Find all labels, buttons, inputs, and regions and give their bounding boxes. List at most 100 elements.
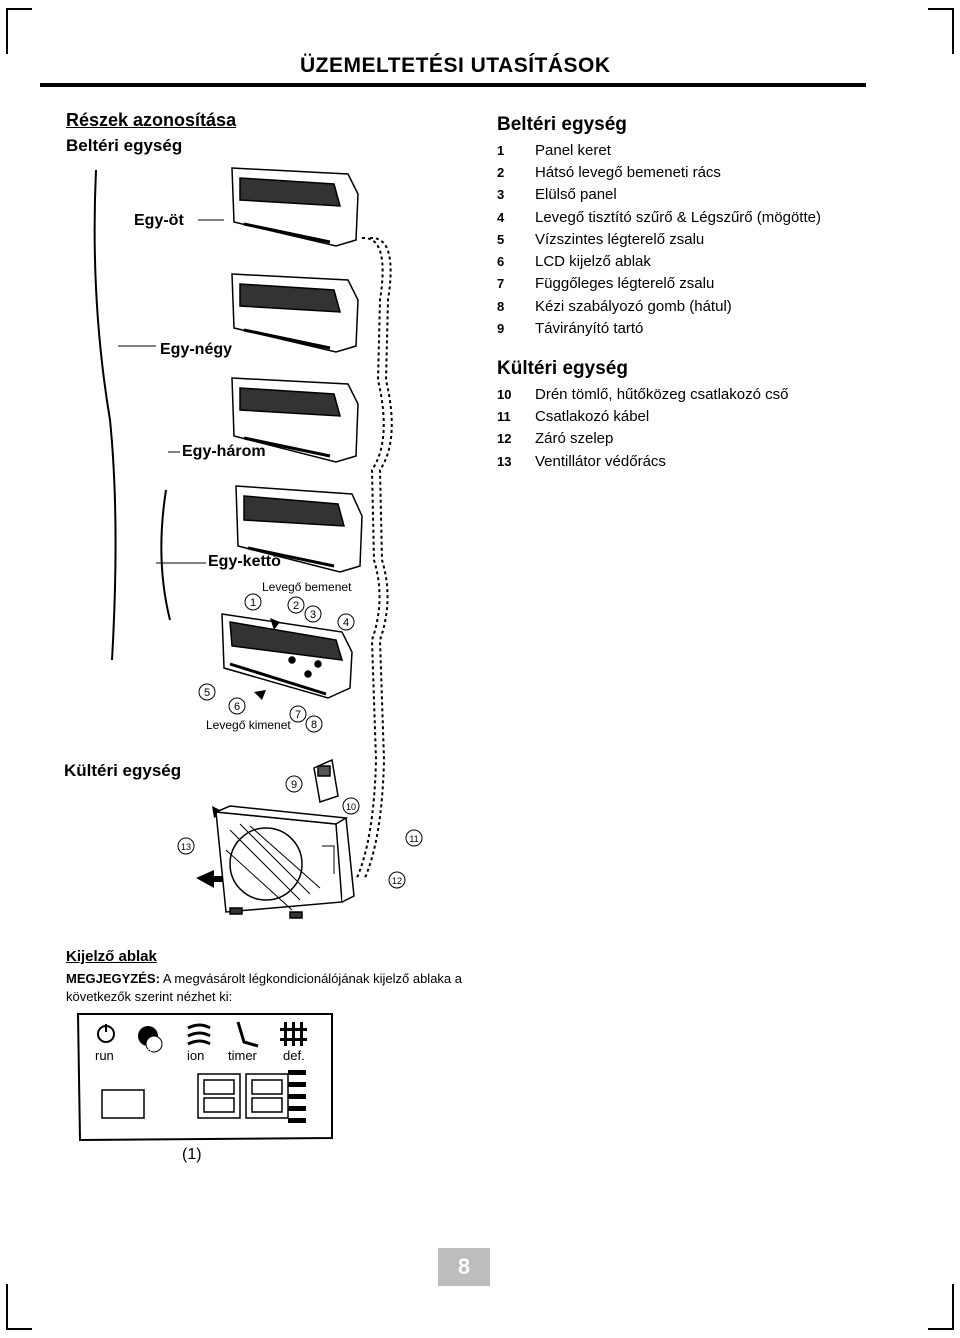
note-text: A megvásárolt légkondicionálójának kijel… xyxy=(159,971,463,986)
auto-icon xyxy=(138,1026,163,1053)
callout-6: 6 xyxy=(228,697,246,715)
label-one-four: Egy-négy xyxy=(160,341,233,358)
item-number: 5 xyxy=(497,231,505,247)
lcd-label-def: def. xyxy=(283,1048,305,1063)
callout-1: 1 xyxy=(244,593,262,611)
item-number: 3 xyxy=(497,187,505,203)
svg-text:2: 2 xyxy=(293,600,299,612)
pipe-bundle xyxy=(355,236,393,881)
title-divider xyxy=(40,83,866,87)
lcd-label-ion: ion xyxy=(187,1048,205,1063)
list-item: 4 Levegő tisztító szűrő & Légszűrő (mögöt… xyxy=(497,206,897,228)
item-number: 9 xyxy=(497,321,505,337)
lcd-label-timer: timer xyxy=(228,1048,257,1063)
label-one-five: Egy-öt xyxy=(134,212,184,229)
corner-mark-tr xyxy=(928,8,954,54)
callout-8: 8 xyxy=(305,715,323,733)
item-number: 8 xyxy=(497,298,505,314)
lcd-label-run: run xyxy=(95,1048,114,1063)
corner-mark-bl xyxy=(6,1284,32,1330)
svg-text:8: 8 xyxy=(311,719,317,731)
def-icon xyxy=(280,1022,307,1046)
item-number: 4 xyxy=(497,209,505,225)
section-title: Részek azonosítása xyxy=(66,110,237,130)
display-note: MEGJEGYZÉS: A megvásárolt légkondicionál… xyxy=(66,970,466,1006)
item-text: Ventillátor védőrács xyxy=(535,452,666,470)
label-air-out: Levegő kimenet xyxy=(206,718,291,732)
page-title: ÜZEMELTETÉSI UTASÍTÁSOK xyxy=(300,54,611,77)
wall-outline xyxy=(93,169,171,661)
ion-icon xyxy=(187,1023,211,1046)
item-number: 10 xyxy=(497,386,512,402)
corner-mark-br xyxy=(928,1284,954,1330)
callout-9: 9 xyxy=(285,775,303,793)
item-text: Csatlakozó kábel xyxy=(535,407,650,425)
note-label: MEGJEGYZÉS: xyxy=(66,971,160,986)
svg-text:1: 1 xyxy=(250,597,256,609)
indoor-unit-four xyxy=(231,273,359,353)
item-text: LCD kijelző ablak xyxy=(535,253,651,271)
indoor-unit-five xyxy=(231,167,359,247)
svg-text:9: 9 xyxy=(291,779,297,791)
note-text-2: következők szerint nézhet ki: xyxy=(66,989,233,1004)
corner-mark-tl xyxy=(6,8,32,54)
svg-text:6: 6 xyxy=(234,701,240,713)
callout-13: 13 xyxy=(177,837,195,855)
item-text: Távirányító tartó xyxy=(535,320,644,338)
item-number: 12 xyxy=(497,431,512,447)
display-title: Kijelző ablak xyxy=(66,948,157,965)
outdoor-list-title: Kültéri egység xyxy=(497,358,628,379)
indoor-list-title: Beltéri egység xyxy=(497,114,627,135)
svg-text:11: 11 xyxy=(409,834,418,844)
svg-text:4: 4 xyxy=(343,617,349,629)
item-text: Levegő tisztító szűrő & Légszűrő (mögött… xyxy=(535,208,821,226)
callout-5: 5 xyxy=(198,683,216,701)
indoor-unit-main xyxy=(221,613,353,699)
run-icon xyxy=(97,1024,115,1043)
svg-text:3: 3 xyxy=(310,609,316,621)
pointer-lines xyxy=(118,219,224,564)
svg-text:10: 10 xyxy=(346,802,356,812)
label-air-in: Levegő bemenet xyxy=(262,580,352,594)
indoor-unit-two xyxy=(235,485,363,573)
level-bars-icon xyxy=(288,1070,306,1123)
svg-text:5: 5 xyxy=(204,687,210,699)
list-item: 2 Hátsó levegő bemeneti rács xyxy=(497,161,897,183)
item-number: 7 xyxy=(497,276,505,292)
list-item: 11 Csatlakozó kábel xyxy=(497,405,897,427)
item-text: Hátsó levegő bemeneti rács xyxy=(535,163,721,181)
indoor-unit-three xyxy=(231,377,359,463)
page-number: 8 xyxy=(438,1248,490,1286)
callout-10: 10 xyxy=(342,797,360,815)
display-caption: (1) xyxy=(182,1146,202,1163)
callout-12: 12 xyxy=(388,871,406,889)
timer-icon xyxy=(236,1021,259,1048)
outdoor-unit xyxy=(215,805,355,919)
item-number: 11 xyxy=(497,408,511,424)
svg-text:13: 13 xyxy=(181,842,191,852)
callout-2: 2 xyxy=(287,596,305,614)
lcd-panel xyxy=(76,1013,333,1142)
svg-text:7: 7 xyxy=(295,709,301,721)
lcd-window xyxy=(101,1089,145,1119)
label-one-two: Egy-kettő xyxy=(208,553,281,570)
item-number: 2 xyxy=(497,164,505,180)
list-item: 9 Távirányító tartó xyxy=(497,317,897,339)
callout-4: 4 xyxy=(337,613,355,631)
item-text: Kézi szabályozó gomb (hátul) xyxy=(535,297,732,315)
item-text: Panel keret xyxy=(535,141,611,159)
item-text: Függőleges légterelő zsalu xyxy=(535,275,715,293)
